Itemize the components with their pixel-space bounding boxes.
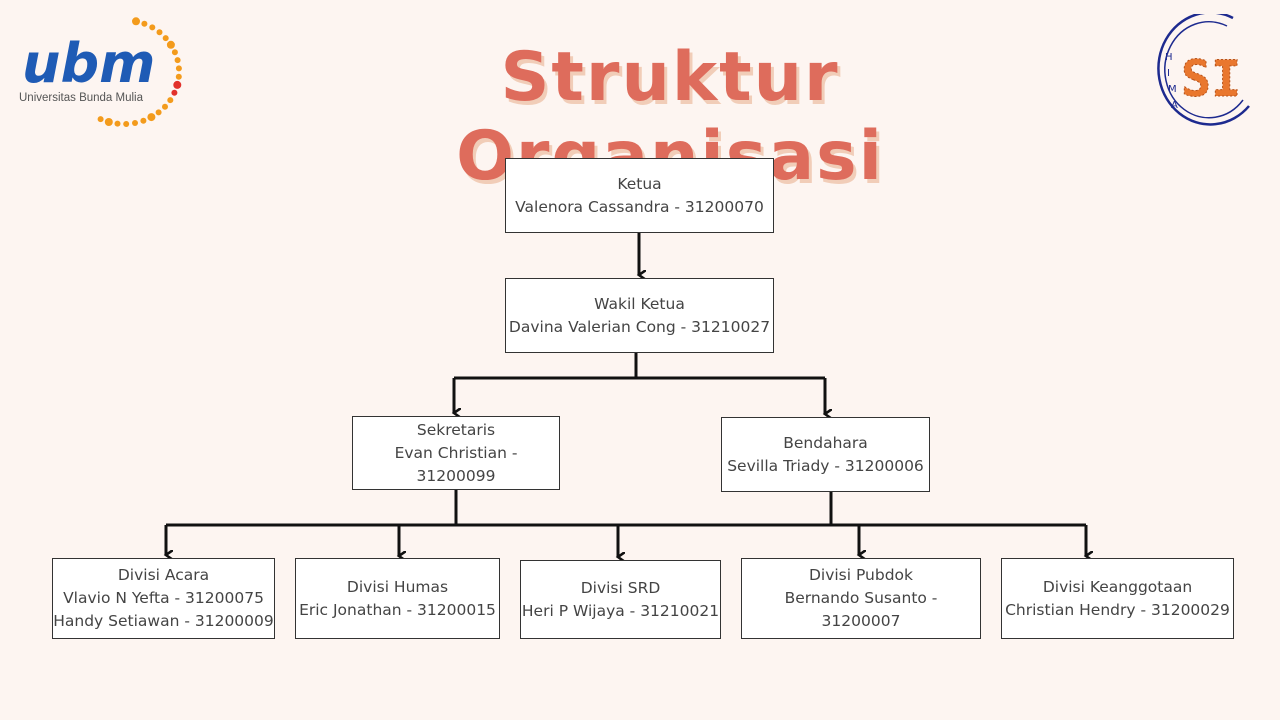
node-ketua: Ketua Valenora Cassandra - 31200070 [505, 158, 774, 233]
node-bendahara: Bendahara Sevilla Triady - 31200006 [721, 417, 930, 492]
ubm-dot [162, 103, 168, 110]
node-member: Heri P Wijaya - 31210021 [521, 601, 720, 620]
node-member: Evan Christian - 31200099 [394, 443, 518, 485]
ubm-logo-mark: ubm [22, 32, 155, 95]
node-wakil-ketua: Wakil Ketua Davina Valerian Cong - 31210… [505, 278, 774, 353]
node-role: Divisi Keanggotaan [1042, 577, 1193, 596]
ubm-dot [132, 17, 140, 26]
ubm-dot [175, 65, 182, 72]
ubm-dot [171, 49, 178, 56]
hima-si-logo: H I M A SI [1157, 14, 1250, 126]
ubm-dot [140, 117, 147, 124]
node-member: 31200007 [821, 612, 901, 630]
ubm-dot [175, 73, 182, 80]
node-role: Divisi Acara [117, 566, 210, 584]
ubm-dot [174, 57, 181, 64]
node-sekretaris: Sekretaris Evan Christian - 31200099 [352, 416, 560, 490]
node-member: Bernando Susanto - [784, 589, 938, 607]
ubm-logo: ubm Universitas Bunda Mulia [19, 17, 182, 127]
ubm-orbit-dots [97, 17, 182, 127]
node-role: Bendahara [783, 433, 868, 452]
hima-ring-outer [1157, 14, 1250, 126]
ubm-dot [123, 121, 130, 127]
hima-letter-4: A [1171, 100, 1178, 111]
ubm-dot [171, 89, 178, 96]
node-role: Ketua [617, 174, 662, 193]
node-member: Handy Setiawan - 31200009 [53, 612, 274, 630]
ubm-dot [97, 116, 104, 123]
ubm-dot [155, 109, 162, 116]
node-divisi-humas: Divisi Humas Eric Jonathan - 31200015 [295, 558, 500, 639]
node-divisi-acara: Divisi Acara Vlavio N Yefta - 31200075 H… [52, 558, 275, 639]
ubm-dot [147, 113, 156, 122]
node-role: Divisi SRD [580, 578, 661, 597]
node-member: Vlavio N Yefta - 31200075 [63, 589, 264, 607]
node-member: Valenora Cassandra - 31200070 [515, 197, 764, 216]
node-role: Divisi Pubdok [808, 566, 914, 584]
node-role: Divisi Humas [346, 577, 449, 596]
node-member: Eric Jonathan - 31200015 [299, 600, 496, 619]
ubm-dot [114, 120, 121, 127]
ubm-dot [141, 20, 148, 27]
ubm-dot [149, 24, 156, 31]
node-role: Sekretaris [416, 420, 496, 439]
ubm-dot [104, 118, 113, 126]
node-divisi-srd: Divisi SRD Heri P Wijaya - 31210021 [520, 560, 721, 639]
hima-ring-inner [1164, 21, 1244, 119]
hima-letter-1: H [1165, 52, 1173, 63]
si-logo-mark: SI [1181, 50, 1241, 108]
node-member: Sevilla Triady - 31200006 [727, 456, 924, 475]
ubm-dot [156, 29, 163, 36]
node-role: Wakil Ketua [594, 294, 685, 313]
node-member: Christian Hendry - 31200029 [1005, 600, 1230, 619]
node-divisi-keanggotaan: Divisi Keanggotaan Christian Hendry - 31… [1001, 558, 1234, 639]
ubm-dot [162, 35, 169, 42]
hima-letter-2: I [1167, 68, 1170, 79]
ubm-logo-subtitle: Universitas Bunda Mulia [19, 92, 144, 104]
ubm-dot [167, 97, 174, 104]
ubm-dot [173, 80, 182, 89]
ubm-dot [132, 120, 138, 126]
ubm-dot [166, 40, 175, 49]
hima-letter-3: M [1168, 84, 1177, 95]
node-member: Davina Valerian Cong - 31210027 [508, 317, 771, 336]
node-divisi-pubdok: Divisi Pubdok Bernando Susanto - 3120000… [741, 558, 981, 639]
